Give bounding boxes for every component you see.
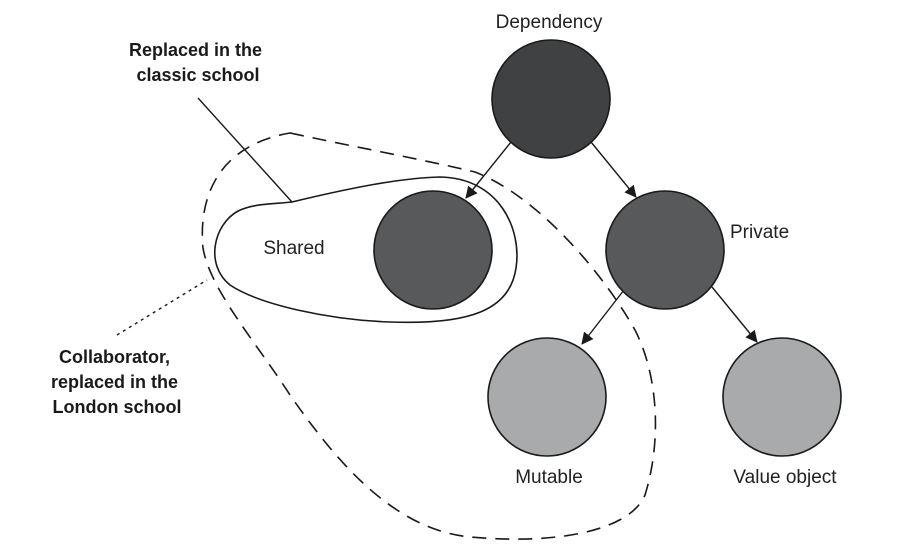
mutable-node — [487, 337, 607, 457]
arrow-private-to-mutable — [581, 289, 625, 345]
arrow-dependency-to-shared — [465, 141, 512, 199]
private-label: Private — [730, 222, 789, 243]
london-callout-leader — [116, 279, 208, 336]
mutable-label: Mutable — [515, 467, 583, 488]
london-callout-line-2: replaced in the — [51, 372, 178, 392]
arrow-private-to-value-object — [711, 286, 758, 343]
arrow-dependency-to-private — [590, 141, 637, 198]
value-object-label: Value object — [733, 467, 837, 488]
dependency-label: Dependency — [496, 12, 603, 33]
london-school-boundary — [201, 132, 657, 540]
london-school-callout: Collaborator, replaced in the London sch… — [51, 347, 183, 417]
shared-label: Shared — [263, 238, 324, 259]
classic-school-boundary — [214, 176, 518, 324]
shared-node — [373, 190, 493, 310]
dependency-node — [491, 39, 611, 159]
london-callout-line-3: London school — [53, 397, 182, 417]
value-object-node — [722, 337, 842, 457]
london-callout-line-1: Collaborator, — [59, 347, 170, 367]
private-node — [605, 190, 725, 310]
classic-school-callout: Replaced in the classic school — [129, 40, 267, 85]
classic-callout-line-1: Replaced in the — [129, 40, 262, 60]
classic-callout-line-2: classic school — [136, 65, 259, 85]
classic-callout-leader — [197, 97, 293, 203]
